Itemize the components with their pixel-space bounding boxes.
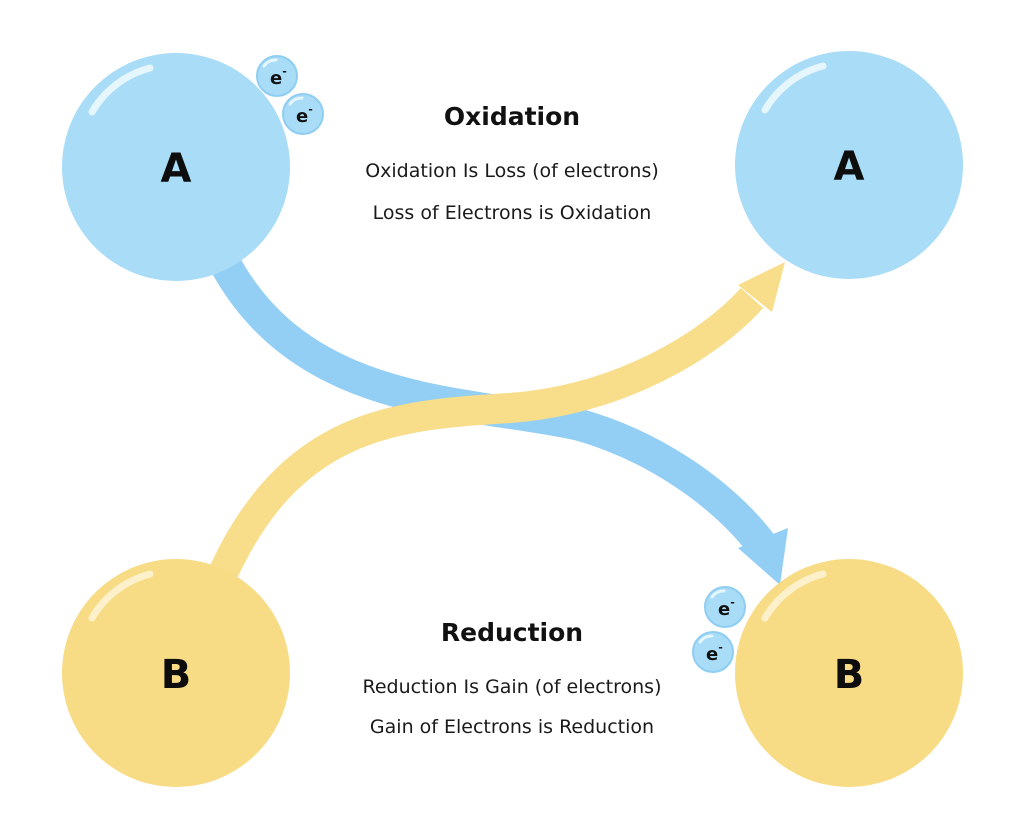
- atom-b-left-label: B: [161, 652, 192, 698]
- electron-a-2-symbol: e: [296, 106, 308, 127]
- electron-a-2-charge: -: [308, 103, 313, 116]
- svg-text:e-: e-: [270, 65, 287, 89]
- reduction-line-1: Reduction Is Gain (of electrons): [362, 676, 662, 698]
- atom-a-right-label: A: [834, 144, 865, 190]
- svg-text:e-: e-: [718, 596, 735, 620]
- electron-b-1: e-: [704, 586, 746, 628]
- electron-a-1-symbol: e: [270, 68, 282, 89]
- electron-b-1-charge: -: [730, 596, 735, 609]
- electron-b-1-symbol: e: [718, 599, 730, 620]
- oxidation-line-2: Loss of Electrons is Oxidation: [372, 202, 652, 224]
- svg-text:e-: e-: [706, 641, 723, 665]
- svg-text:e-: e-: [296, 103, 313, 127]
- reduction-title: Reduction: [440, 618, 584, 647]
- reduction-line-2: Gain of Electrons is Reduction: [369, 716, 655, 738]
- oxidation-arrow: [207, 250, 788, 585]
- oxidation-line-1: Oxidation Is Loss (of electrons): [365, 160, 659, 182]
- electron-b-2-symbol: e: [706, 644, 718, 665]
- electron-a-2: e-: [282, 93, 324, 135]
- atom-b-left: B: [62, 559, 290, 787]
- reduction-arrow: [206, 262, 785, 587]
- atom-a-left-label: A: [161, 146, 192, 192]
- atom-b-right: B: [735, 559, 963, 787]
- electron-b-2-charge: -: [718, 641, 723, 654]
- oxidation-title: Oxidation: [443, 102, 581, 131]
- atom-b-right-label: B: [834, 652, 865, 698]
- electron-b-2: e-: [692, 631, 734, 673]
- electron-a-1: e-: [256, 55, 298, 97]
- electron-a-1-charge: -: [282, 65, 287, 78]
